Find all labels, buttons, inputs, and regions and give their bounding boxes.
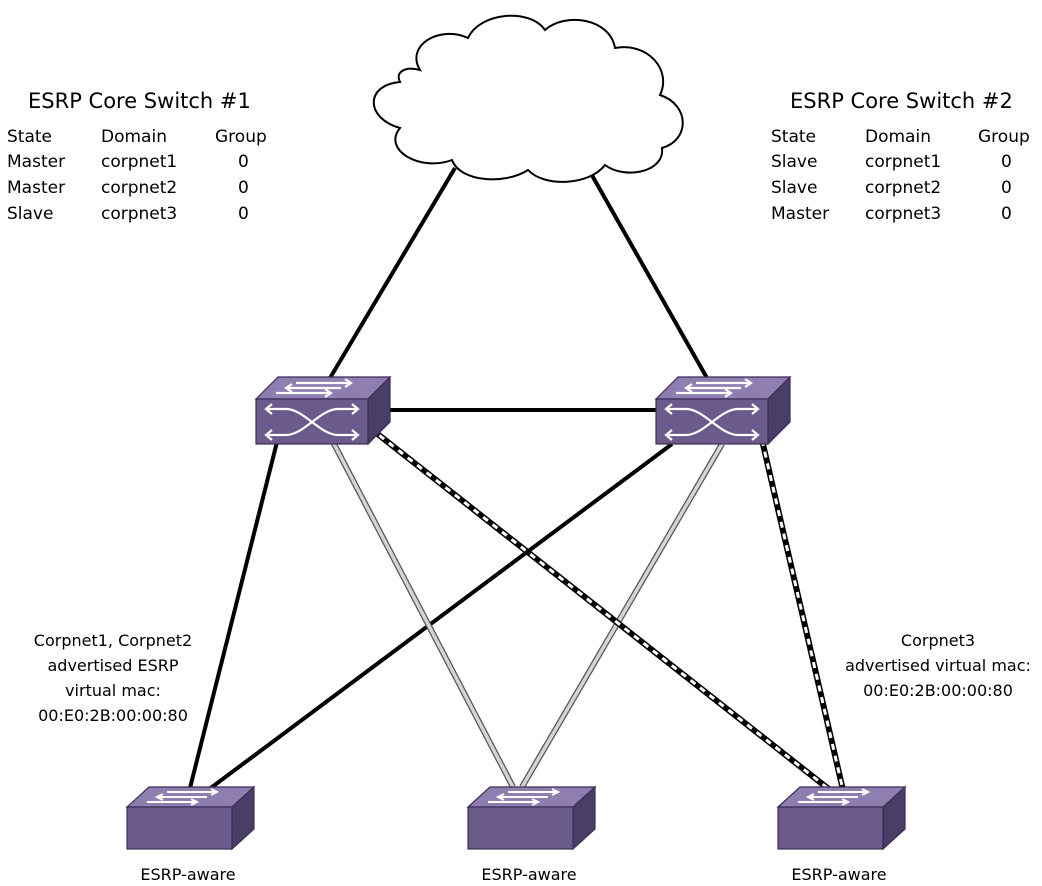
edge-switch-icon	[125, 785, 256, 851]
core1-row1-group: 0	[238, 152, 249, 172]
core2-row2-domain: corpnet2	[865, 178, 941, 198]
link-core2-edge-middle	[519, 442, 725, 789]
core1-header-state: State	[7, 127, 52, 147]
core1-row3-domain: corpnet3	[101, 204, 177, 224]
edge-middle-label: ESRP-aware	[481, 865, 576, 884]
link-cloud-core1	[328, 166, 457, 380]
core1-row2-group: 0	[238, 178, 249, 198]
core2-row1-domain: corpnet1	[865, 152, 941, 172]
core2-title: ESRP Core Switch #2	[790, 89, 1013, 113]
annotation-left-line4: 00:E0:2B:00:00:80	[38, 706, 188, 725]
annotation-left-line3: virtual mac:	[65, 681, 161, 700]
edge-switch-icon	[776, 785, 907, 851]
core1-row3-state: Slave	[7, 204, 53, 224]
core2-info: ESRP Core Switch #2 State Domain Group S…	[771, 89, 1030, 224]
core2-header-domain: Domain	[865, 127, 931, 147]
edge-left-label: ESRP-aware	[140, 865, 235, 884]
link-core1-edge-middle	[330, 440, 516, 789]
edge-right-label: ESRP-aware	[791, 865, 886, 884]
annotation-right-line3: 00:E0:2B:00:00:80	[863, 681, 1013, 700]
core1-row1-state: Master	[7, 152, 65, 172]
core1-info: ESRP Core Switch #1 State Domain Group M…	[7, 89, 267, 224]
core1-row1-domain: corpnet1	[101, 152, 177, 172]
core1-header-group: Group	[215, 127, 267, 147]
annotation-right: Corpnet3 advertised virtual mac: 00:E0:2…	[845, 631, 1031, 700]
annotation-right-line2: advertised virtual mac:	[845, 656, 1031, 675]
link-core2-edge-right	[759, 439, 846, 791]
core2-row3-state: Master	[771, 204, 829, 224]
edge-switch-left	[125, 785, 256, 851]
annotation-left-line2: advertised ESRP	[47, 656, 178, 675]
core1-row3-group: 0	[238, 204, 249, 224]
edge-switch-icon	[466, 785, 597, 851]
cloud-icon	[372, 14, 684, 183]
annotation-right-line1: Corpnet3	[901, 631, 975, 650]
edge-switch-middle	[466, 785, 597, 851]
core2-row2-state: Slave	[771, 178, 817, 198]
link-core2-edge-left	[206, 442, 674, 792]
link-core1-edge-left	[188, 437, 280, 789]
link-core1-edge-right	[368, 425, 832, 793]
link-cloud-core2	[583, 162, 709, 379]
core1-header-domain: Domain	[101, 127, 167, 147]
links	[188, 162, 846, 793]
annotation-left-line1: Corpnet1, Corpnet2	[34, 631, 192, 650]
core2-row1-group: 0	[1001, 152, 1012, 172]
core-switch-1	[254, 375, 392, 446]
edge-switch-right	[776, 785, 907, 851]
core2-row2-group: 0	[1001, 178, 1012, 198]
core1-row2-state: Master	[7, 178, 65, 198]
core-switch-2	[654, 375, 792, 446]
core2-header-group: Group	[978, 127, 1030, 147]
core1-row2-domain: corpnet2	[101, 178, 177, 198]
core-switch-icon	[654, 375, 792, 446]
core2-row1-state: Slave	[771, 152, 817, 172]
core1-title: ESRP Core Switch #1	[28, 89, 251, 113]
core2-row3-group: 0	[1001, 204, 1012, 224]
core-switch-icon	[254, 375, 392, 446]
core2-row3-domain: corpnet3	[865, 204, 941, 224]
core2-header-state: State	[771, 127, 816, 147]
annotation-left: Corpnet1, Corpnet2 advertised ESRP virtu…	[34, 631, 192, 725]
